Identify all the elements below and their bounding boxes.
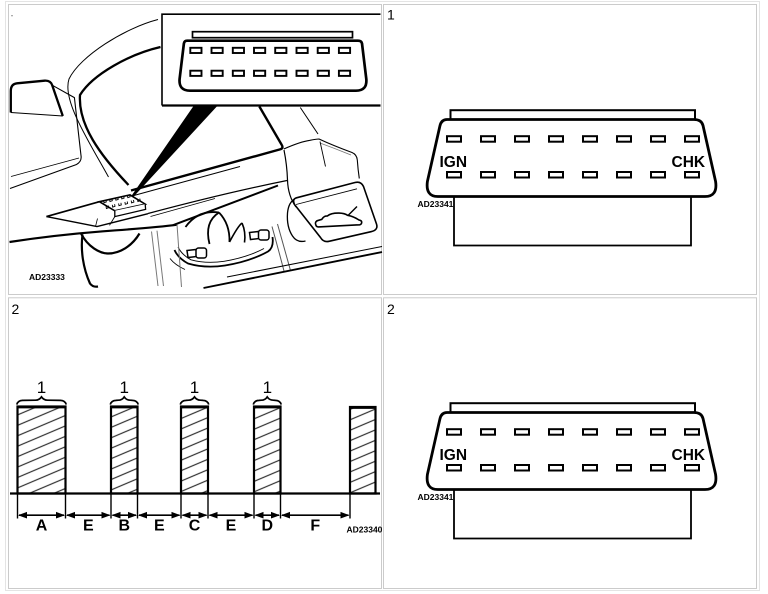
- svg-text:AD23333: AD23333: [29, 272, 65, 282]
- svg-text:2: 2: [12, 301, 20, 317]
- svg-text:E: E: [154, 518, 165, 535]
- svg-text:C: C: [189, 518, 201, 535]
- svg-text:AD23340: AD23340: [347, 525, 383, 535]
- svg-text:1: 1: [387, 7, 395, 23]
- svg-text:1: 1: [263, 378, 272, 397]
- svg-text:A: A: [36, 518, 48, 535]
- svg-text:2: 2: [387, 301, 395, 317]
- svg-text:B: B: [119, 518, 131, 535]
- svg-text:1: 1: [37, 378, 46, 397]
- svg-text:E: E: [226, 518, 237, 535]
- svg-text:1: 1: [119, 378, 128, 397]
- svg-text:F: F: [310, 518, 320, 535]
- svg-text:1: 1: [190, 378, 199, 397]
- svg-text:E: E: [83, 518, 94, 535]
- svg-text:D: D: [262, 518, 274, 535]
